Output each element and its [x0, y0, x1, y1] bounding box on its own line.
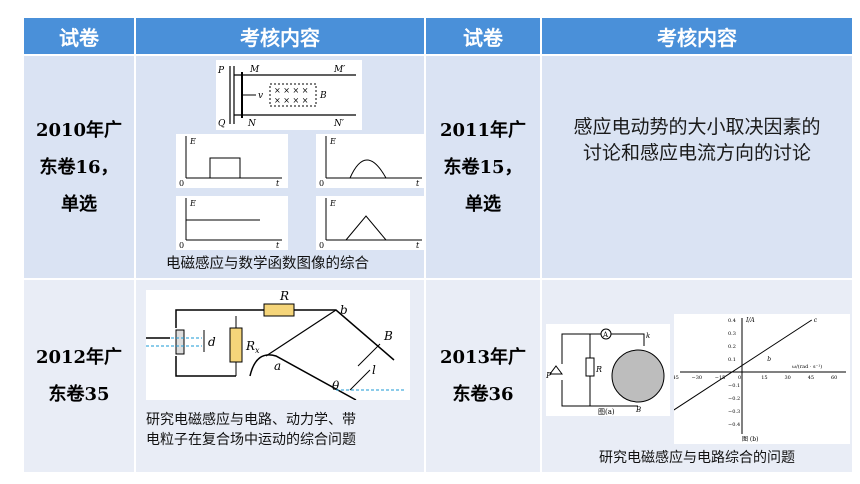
paper-2013-line2: 东卷36	[452, 384, 514, 405]
x-tick-label: 30	[785, 375, 791, 381]
caption-2013: 研究电磁感应与电路综合的问题	[599, 450, 795, 466]
graph-A-E: E	[189, 137, 196, 146]
content-2010: × × × × × × × × P M M′ Q N N′ v B E 0 t …	[136, 56, 428, 278]
x-tick-label: −45	[674, 375, 679, 381]
graph-D-origin: 0	[319, 241, 324, 250]
paper-2012-line1: 2012年广	[35, 347, 123, 368]
label-N: N	[247, 119, 257, 129]
label-R2: R	[595, 365, 602, 374]
caption-2012-line1: 研究电磁感应与电路、动力学、带	[146, 412, 356, 428]
y-tick-label: −0.3	[728, 409, 740, 415]
y-tick-label: 0.2	[728, 344, 736, 350]
graph-C-t: t	[276, 241, 280, 250]
graph-A: E 0 t	[176, 134, 288, 188]
x-tick-label: 60	[831, 375, 837, 381]
label-B: B	[319, 91, 327, 101]
paper-2013: 2013年广东卷36	[426, 280, 540, 472]
label-P2: P	[546, 371, 552, 380]
caption-2010: 电磁感应与数学函数图像的综合	[166, 256, 369, 272]
content-2011-line1: 感应电动势的大小取决因素的	[573, 116, 821, 138]
label-l: l	[372, 363, 376, 377]
label-v: v	[258, 91, 263, 101]
y-tick-label: −0.4	[728, 422, 740, 428]
point-b-label: b	[767, 356, 771, 363]
label-B2: B	[383, 329, 393, 343]
label-R: R	[279, 290, 289, 303]
label-Mp: M′	[333, 65, 345, 75]
rail-diagram: × × × × × × × × P M M′ Q N N′ v B	[216, 60, 362, 130]
graph-C-E: E	[189, 199, 196, 208]
label-M: M	[249, 65, 260, 75]
paper-2011: 2011年广东卷15， 单选	[426, 56, 540, 278]
label-x: x	[255, 346, 260, 355]
exam-table: 试卷 考核内容 试卷 考核内容 2010年广东卷16， 单选 × × × × × …	[24, 18, 852, 472]
y-tick-label: −0.1	[728, 383, 740, 389]
content-2011: 感应电动势的大小取决因素的 讨论和感应电流方向的讨论	[542, 56, 852, 278]
content-2011-line2: 讨论和感应电流方向的讨论	[582, 142, 811, 164]
label-Q: Q	[218, 119, 226, 129]
graph-B-t: t	[416, 179, 420, 188]
x-axis-label: ω/(rad · s⁻¹)	[792, 363, 822, 370]
label-Rx: R	[245, 339, 255, 353]
graph-A-origin: 0	[179, 179, 184, 188]
fig-b-label: 图 (b)	[742, 436, 758, 443]
graph-B-E: E	[329, 137, 336, 146]
label-B3: B	[635, 406, 641, 414]
content-2011-text: 感应电动势的大小取决因素的 讨论和感应电流方向的讨论	[542, 114, 852, 166]
header-paper: 试卷	[24, 18, 134, 54]
caption-2012: 研究电磁感应与电路、动力学、带 电粒子在复合场中运动的综合问题	[146, 410, 356, 450]
paper-2010-line1: 2010年广	[35, 119, 123, 141]
label-A: A	[602, 331, 609, 339]
paper-2011-line1: 2011年广	[439, 119, 527, 141]
label-P: P	[217, 66, 225, 76]
paper-2013-line1: 2013年广	[439, 347, 527, 368]
content-2013: P R A k B 图(a) I/A ω/(rad · s⁻¹) 图 (b) 0…	[542, 280, 852, 472]
graph-C: E 0 t	[176, 196, 288, 250]
current-line	[674, 319, 813, 411]
x-tick-label: 0	[738, 375, 741, 381]
header-content: 考核内容	[136, 18, 424, 54]
label-k: k	[646, 332, 650, 340]
svg-text:× × × ×: × × × ×	[274, 96, 308, 105]
x-tick-label: 45	[808, 375, 814, 381]
y-axis-label: I/A	[745, 317, 755, 324]
label-b: b	[340, 303, 348, 317]
paper-2011-line2: 东卷15，	[443, 156, 523, 178]
x-tick-label: −15	[715, 375, 726, 381]
paper-2010-line2: 东卷16，	[39, 156, 119, 178]
disk-diagram: P R A k B 图(a)	[546, 324, 670, 416]
y-tick-label: 0.3	[728, 331, 736, 337]
point-c-label: c	[814, 317, 818, 324]
paper-2010-line3: 单选	[60, 193, 97, 215]
x-tick-label: 15	[761, 375, 767, 381]
paper-2012-line2: 东卷35	[48, 384, 110, 405]
label-a: a	[274, 359, 281, 373]
content-2012: R R x d b a B l θ 研究电磁感应与电路、动力学、带 电粒子在复合…	[136, 280, 424, 472]
generator-diagram: R R x d b a B l θ	[146, 290, 410, 400]
graph-B-origin: 0	[319, 179, 324, 188]
svg-text:× × × ×: × × × ×	[274, 86, 308, 95]
y-tick-label: −0.2	[728, 396, 740, 402]
caption-2012-line2: 电粒子在复合场中运动的综合问题	[146, 432, 356, 448]
y-tick-label: 0.4	[728, 318, 736, 324]
x-tick-label: −30	[692, 375, 703, 381]
paper-2012: 2012年广东卷35	[24, 280, 134, 472]
graph-D: E 0 t	[316, 196, 428, 250]
graph-B: E 0 t	[316, 134, 428, 188]
graph-D-E: E	[329, 199, 336, 208]
header-content-2: 考核内容	[542, 18, 852, 54]
header-paper-2: 试卷	[426, 18, 540, 54]
label-fig-a: 图(a)	[598, 408, 615, 416]
paper-2011-line3: 单选	[464, 193, 501, 215]
y-tick-label: 0.1	[728, 357, 736, 363]
graph-D-t: t	[416, 241, 420, 250]
label-theta: θ	[332, 379, 340, 393]
label-Np: N′	[333, 119, 344, 129]
graph-A-t: t	[276, 179, 280, 188]
label-d: d	[208, 335, 216, 349]
paper-2010: 2010年广东卷16， 单选	[24, 56, 134, 278]
graph-C-origin: 0	[179, 241, 184, 250]
current-graph: I/A ω/(rad · s⁻¹) 图 (b) 0.4 0.3 0.2 0.1 −0.1…	[674, 314, 850, 444]
